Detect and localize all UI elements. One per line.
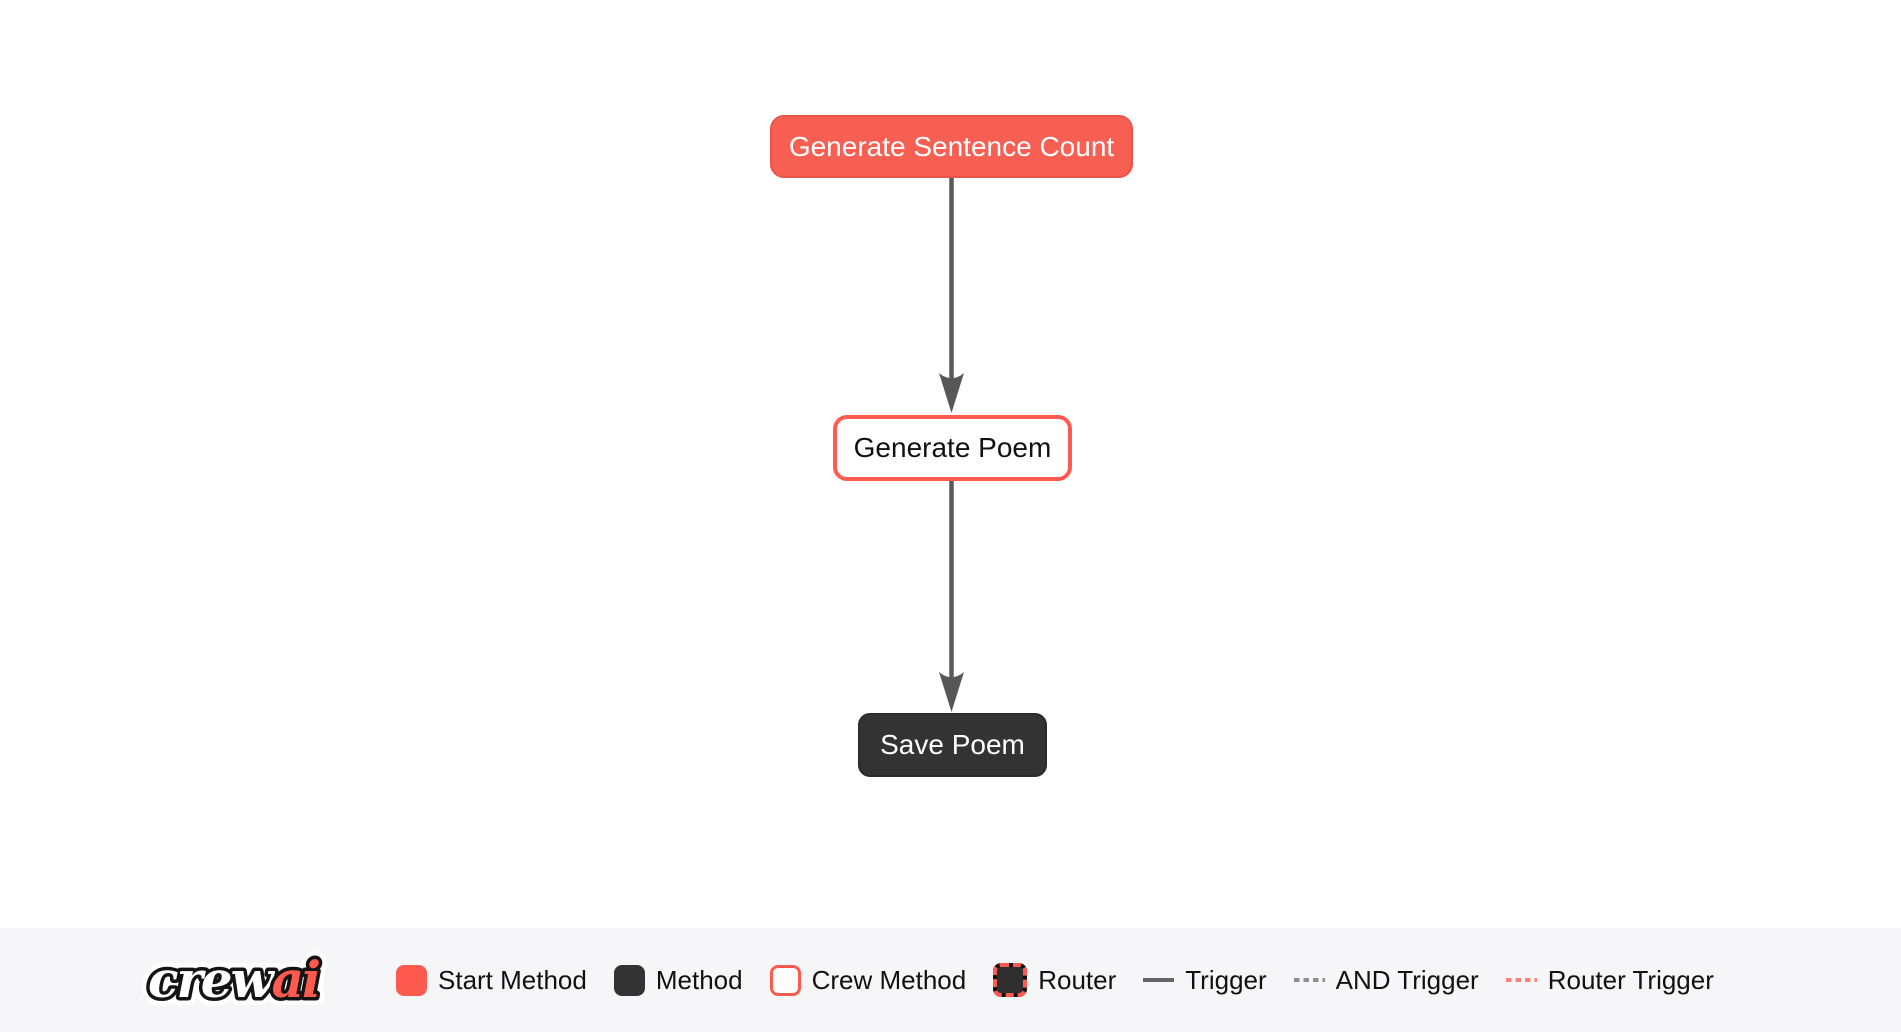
trigger-line-icon [1143, 978, 1175, 982]
legend-label: Trigger [1185, 964, 1267, 995]
flow-canvas[interactable]: Generate Sentence Count Generate Poem Sa… [0, 0, 1901, 928]
svg-text:crewai: crewai [148, 950, 319, 1009]
legend-label: Router [1038, 964, 1117, 995]
logo-text-ai-casing: ai [272, 950, 319, 1009]
svg-text:crewai: crewai [148, 950, 319, 1009]
legend-item-router-trigger: Router Trigger [1505, 964, 1714, 996]
start-method-swatch-icon [396, 964, 427, 996]
legend-item-start-method: Start Method [396, 964, 587, 996]
legend-label: Crew Method [811, 964, 967, 995]
legend-label: Method [655, 964, 743, 995]
legend-item-trigger: Trigger [1143, 964, 1267, 996]
crewai-logo: crewai crewai [140, 941, 358, 1019]
and-trigger-line-icon [1293, 978, 1325, 982]
legend-item-crew-method: Crew Method [769, 964, 967, 996]
legend-label: AND Trigger [1335, 964, 1479, 995]
legend-item-router: Router [993, 963, 1116, 997]
logo-text-crew: crew [148, 950, 276, 1009]
legend-bar: crewai crewai Start Method Method Crew M… [0, 928, 1901, 1032]
logo-text-ai: ai [272, 950, 319, 1009]
router-trigger-line-icon [1505, 978, 1537, 982]
legend-label: Start Method [438, 964, 587, 995]
crew-method-swatch-icon [769, 964, 801, 996]
edge-trigger-2 [939, 481, 964, 712]
legend-label: Router Trigger [1547, 964, 1714, 995]
edge-trigger-1 [939, 178, 964, 413]
node-generate-sentence-count[interactable]: Generate Sentence Count [770, 115, 1133, 178]
legend-item-and-trigger: AND Trigger [1293, 964, 1479, 996]
method-swatch-icon [613, 964, 645, 996]
node-generate-poem[interactable]: Generate Poem [833, 415, 1072, 481]
crewai-logo-icon: crewai crewai [140, 942, 329, 1017]
router-swatch-icon [993, 963, 1028, 997]
logo-text-crew-casing: crew [148, 950, 276, 1009]
node-save-poem[interactable]: Save Poem [858, 713, 1047, 777]
legend-item-method: Method [613, 964, 743, 996]
